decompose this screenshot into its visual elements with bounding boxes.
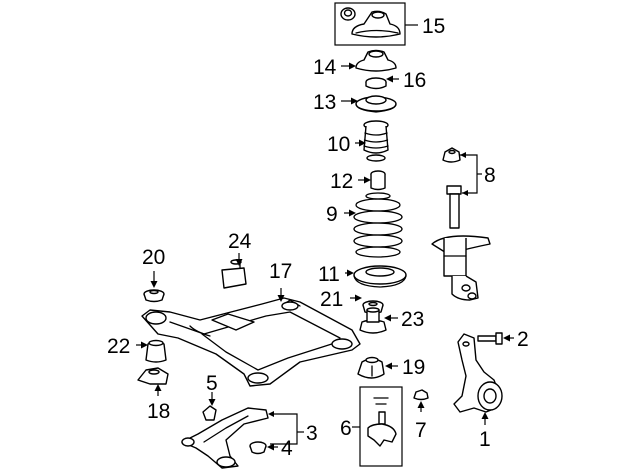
clip-5 <box>202 405 217 421</box>
strut-nut-8 <box>442 147 461 163</box>
strut-mount-kit-15 <box>334 2 406 46</box>
callout-13: 13 <box>313 91 336 114</box>
callout-2: 2 <box>517 328 529 351</box>
upper-spring-seat-13 <box>355 95 397 113</box>
leader-8 <box>460 154 478 194</box>
bolt-2 <box>477 332 503 345</box>
subframe-mount-18 <box>137 367 169 385</box>
callout-20: 20 <box>142 246 165 269</box>
bumper-12 <box>370 170 386 191</box>
strut-mount-14 <box>355 49 397 72</box>
callout-3: 3 <box>306 422 318 445</box>
callout-9: 9 <box>326 203 338 226</box>
callout-1: 1 <box>479 428 491 451</box>
callout-17: 17 <box>269 260 292 283</box>
strut-assembly <box>431 193 491 301</box>
bushing-4 <box>249 441 267 455</box>
bushing-20 <box>143 289 165 303</box>
callout-19: 19 <box>402 356 425 379</box>
subframe-mount-19 <box>357 356 385 379</box>
subframe-mount-22 <box>145 339 167 363</box>
callout-18: 18 <box>147 400 170 423</box>
leader-3 <box>270 413 298 445</box>
callout-14: 14 <box>313 56 337 79</box>
ball-joint-6 <box>367 397 397 447</box>
callout-11: 11 <box>318 263 340 286</box>
callout-24: 24 <box>228 230 252 253</box>
callout-23: 23 <box>401 308 424 331</box>
bearing-16 <box>365 77 387 90</box>
front-crossmember-17 <box>141 297 361 387</box>
callout-5: 5 <box>206 372 218 395</box>
callout-7: 7 <box>415 419 427 442</box>
lower-insulator-11 <box>353 265 407 288</box>
steering-knuckle-1 <box>453 333 503 413</box>
kit-box-15 <box>334 2 406 46</box>
callout-6: 6 <box>340 417 352 440</box>
strut-nut-8-lower <box>446 185 462 195</box>
callout-16: 16 <box>403 69 426 92</box>
callout-8: 8 <box>484 164 496 187</box>
nut-7 <box>413 389 429 401</box>
callout-22: 22 <box>107 335 130 358</box>
callout-12: 12 <box>330 170 353 193</box>
bump-stop-boot-10 <box>363 120 389 162</box>
subframe-mount-23 <box>359 307 387 334</box>
bracket-24 <box>221 259 247 289</box>
callout-4: 4 <box>281 437 293 460</box>
callout-15: 15 <box>422 15 445 38</box>
callout-21: 21 <box>320 288 343 311</box>
coil-spring-9 <box>353 192 403 258</box>
lower-control-arm-3 <box>181 407 269 469</box>
callout-10: 10 <box>327 133 350 156</box>
